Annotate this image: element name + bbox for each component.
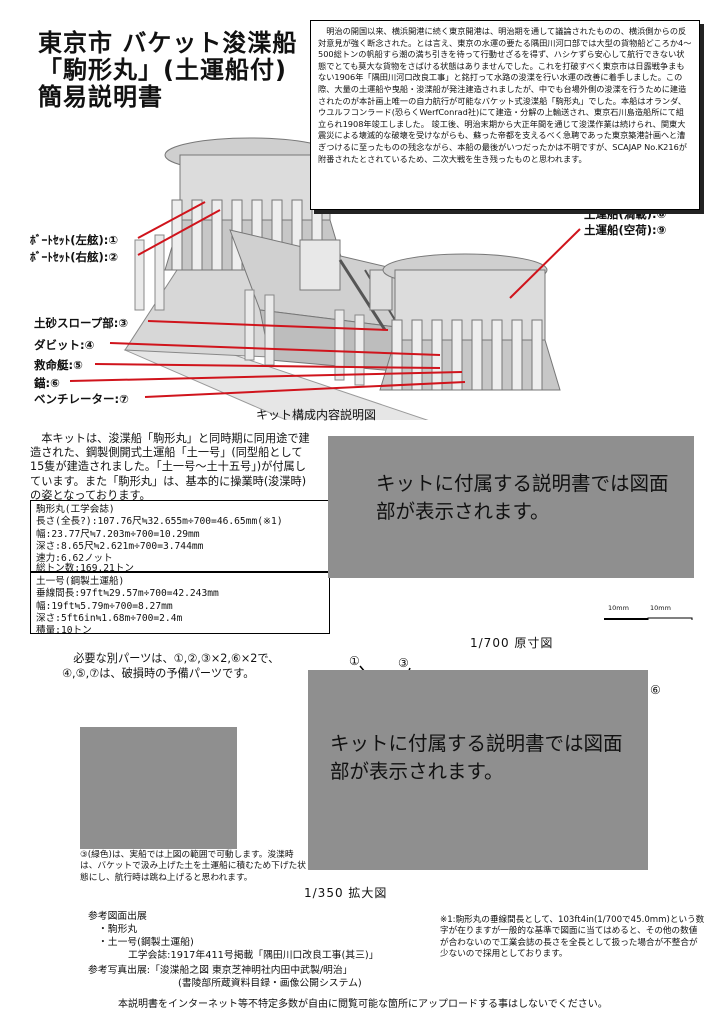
intro-text: 本キットは、浚渫船「駒形丸」と同時期に同用途で建造された、鋼製側開式土運船「土一… bbox=[30, 432, 310, 502]
kit-caption: キット構成内容説明図 bbox=[256, 408, 377, 422]
marker-1: ① bbox=[349, 654, 360, 668]
marker-6: ⑥ bbox=[650, 683, 661, 697]
callout-ventilator: ベンチレーター:⑦ bbox=[34, 392, 129, 406]
refs-photo-source: (書陵部所蔵資料目録・画像公開システム) bbox=[178, 978, 362, 989]
callout-slope: 土砂スロープ部:③ bbox=[34, 316, 129, 330]
parts-note: 必要な別パーツは、①,②,③×2,⑥×2で、④,⑤,⑦は、破損時の予備パーツです… bbox=[62, 652, 280, 680]
spec-komagata-length: 長さ(全長?):107.76尺≒32.655m÷700=46.65mm(※1) bbox=[36, 516, 283, 528]
spec-tsuchi-beam: 幅:19ft≒5.79m÷700=8.27mm bbox=[36, 600, 173, 612]
callout-boat-right: ﾎﾞｰﾄｾｯﾄ(右舷):② bbox=[30, 250, 119, 264]
placeholder-text-2: キットに付属する説明書では図面部が表示されます。 bbox=[330, 732, 623, 783]
spec-tsuchi-length: 垂線間長:97ft≒29.57m÷700=42.243mm bbox=[36, 588, 219, 600]
refs-item-2: ・土一号(鋼製土運船) bbox=[98, 937, 194, 948]
callout-lines bbox=[69, 201, 581, 398]
callout-barge-empty: 土運船(空荷):⑨ bbox=[584, 223, 667, 237]
spec-tsuchi: 土一号(鋼製土運船) 垂線間長:97ft≒29.57m÷700=42.243mm… bbox=[30, 572, 330, 637]
scale-label-2: 10mm bbox=[650, 604, 671, 612]
drawing-placeholder-3 bbox=[80, 727, 237, 849]
drawing-placeholder-1: キットに付属する説明書では図面部が表示されます。 bbox=[328, 436, 694, 578]
callout-boat-left: ﾎﾞｰﾄｾｯﾄ(左舷):① bbox=[30, 233, 119, 247]
drawing-placeholder-2: キットに付属する説明書では図面部が表示されます。 bbox=[308, 670, 648, 870]
refs-photo-heading: 参考写真出展:「浚渫船之図 東京芝神明社内田中武製/明治」 bbox=[88, 965, 353, 976]
callout-lifeboat: 救命艇:⑤ bbox=[34, 358, 83, 372]
refs-heading: 参考図面出展 bbox=[88, 911, 147, 922]
references-photos: 参考写真出展:「浚渫船之図 東京芝神明社内田中武製/明治」 (書陵部所蔵資料目録… bbox=[88, 964, 362, 990]
spec-komagata-heading: 駒形丸(工学会誌) bbox=[36, 504, 115, 515]
marker-3: ③ bbox=[398, 656, 409, 670]
spec-komagata-tonnage: 総トン数:169.21トン bbox=[36, 563, 134, 574]
title-line-2: 「駒形丸」(土運船付) bbox=[38, 56, 287, 84]
scale-label-1: 10mm bbox=[608, 604, 629, 612]
spec-tsuchi-heading: 土一号(鋼製土運船) bbox=[36, 576, 125, 587]
refs-item-3: 工学会誌:1917年411号掲載「隅田川口改良工事(其三)」 bbox=[128, 950, 379, 961]
spec-komagata-beam: 幅:23.77尺≒7.203m÷700=10.29mm bbox=[36, 528, 200, 540]
placeholder-text-1: キットに付属する説明書では図面部が表示されます。 bbox=[376, 472, 669, 523]
refs-item-1: ・駒形丸 bbox=[98, 924, 138, 935]
spec-tsuchi-depth: 深さ:5ft6in≒1.68m÷700=2.4m bbox=[36, 612, 183, 624]
history-box: 明治の開国以来、横浜開港に続く東京開港は、明治期を通して議論されたものの、横浜側… bbox=[310, 20, 700, 210]
footnote-1: ※1:駒形丸の垂線間長として、103ft4in(1/700で45.0mm)という… bbox=[440, 915, 705, 959]
spec-komagata-depth: 深さ:8.65尺≒2.621m÷700=3.744mm bbox=[36, 540, 204, 552]
spec-tsuchi-capacity: 積量:10トン bbox=[36, 625, 92, 637]
title-line-1: 東京市 バケット浚渫船 bbox=[38, 29, 298, 57]
references-drawings: 参考図面出展 ・駒形丸 ・土一号(鋼製土運船) 工学会誌:1917年411号掲載… bbox=[88, 910, 379, 962]
caption-enlarged: 1/350 拡大図 bbox=[304, 886, 388, 900]
callout-davit: ダビット:④ bbox=[34, 338, 95, 352]
callout-anchor: 錨:⑥ bbox=[34, 376, 60, 390]
page-title: 東京市 バケット浚渫船 「駒形丸」(土運船付) 簡易説明書 bbox=[38, 30, 297, 111]
history-text: 明治の開国以来、横浜開港に続く東京開港は、明治期を通して議論されたものの、横浜側… bbox=[318, 26, 692, 164]
footer-notice: 本説明書をインターネット等不特定多数が自由に閲覧可能な箇所にアップロードする事は… bbox=[118, 999, 608, 1010]
slope-note: ③(緑色)は、実船では上図の範囲で可動します。浚渫時は、バケットで汲み上げた土を… bbox=[80, 850, 306, 883]
spec-komagata-speed: 速力:6.62ノット bbox=[36, 553, 113, 565]
title-line-3: 簡易説明書 bbox=[38, 83, 163, 111]
kit-diagram bbox=[69, 137, 581, 420]
scale-bar bbox=[604, 617, 693, 620]
caption-actual-size: 1/700 原寸図 bbox=[470, 636, 554, 650]
